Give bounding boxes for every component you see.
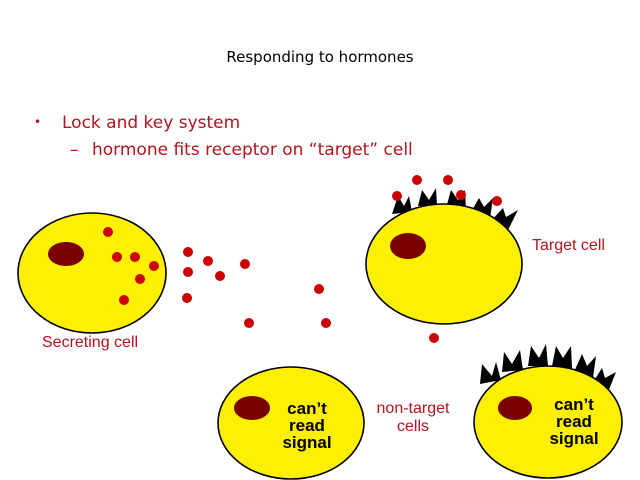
non-target-label-line2: cells [396, 418, 429, 435]
sub-bullet-marker: – [70, 140, 79, 160]
non-target-label-line1: non-target [376, 400, 450, 417]
hormone-dot [492, 196, 502, 206]
hormone-dot [244, 318, 254, 328]
hormone-dot [183, 247, 193, 257]
hormone-dot [314, 284, 324, 294]
hormone-molecules [103, 175, 502, 343]
cant2-line3: signal [549, 429, 599, 448]
hormone-dot [429, 333, 439, 343]
target-cell-label: Target cell [532, 237, 605, 254]
receptor-icon [552, 346, 572, 368]
bullet-marker: • [34, 115, 42, 129]
non-target-nucleus-1 [234, 396, 270, 420]
sub-bullet-text: hormone fits receptor on “target” cell [92, 140, 413, 160]
cant-read-signal-label-2: can’t read signal [534, 396, 614, 447]
hormone-dot [182, 293, 192, 303]
cant1-line3: signal [282, 433, 332, 452]
hormone-dot [203, 256, 213, 266]
secreting-cell-label: Secreting cell [42, 334, 139, 351]
receptor-icon [480, 362, 501, 384]
hormone-dot [130, 252, 140, 262]
receptor-icon [418, 188, 437, 206]
cant-read-signal-label-1: can’t read signal [267, 400, 347, 451]
target-nucleus [390, 233, 426, 259]
hormone-dot [412, 175, 422, 185]
hormone-dot [183, 267, 193, 277]
hormone-dot [119, 295, 129, 305]
hormone-dot [135, 274, 145, 284]
hormone-dot [392, 191, 402, 201]
hormone-dot [112, 252, 122, 262]
bullet-text: Lock and key system [62, 113, 241, 133]
receptor-icon [502, 350, 523, 372]
non-target-cells-label: non-target cells [372, 400, 454, 436]
cant2-line1: can’t [554, 395, 594, 414]
hormone-dot [103, 227, 113, 237]
cant1-line1: can’t [287, 399, 327, 418]
non-target-nucleus-2 [498, 396, 532, 420]
cant2-line2: read [556, 412, 592, 431]
hormone-dot [321, 318, 331, 328]
hormone-dot [240, 259, 250, 269]
secreting-nucleus [48, 242, 84, 266]
hormone-dot [443, 175, 453, 185]
page-title: Responding to hormones [226, 48, 414, 66]
hormone-dot [456, 190, 466, 200]
non-target-cell-1 [217, 366, 365, 480]
non-target-cell-2 [473, 365, 623, 479]
hormone-dot [215, 271, 225, 281]
cant1-line2: read [289, 416, 325, 435]
hormone-dot [149, 261, 159, 271]
receptor-icon [528, 344, 548, 366]
target-cell [365, 203, 523, 325]
secreting-cell [17, 212, 167, 334]
